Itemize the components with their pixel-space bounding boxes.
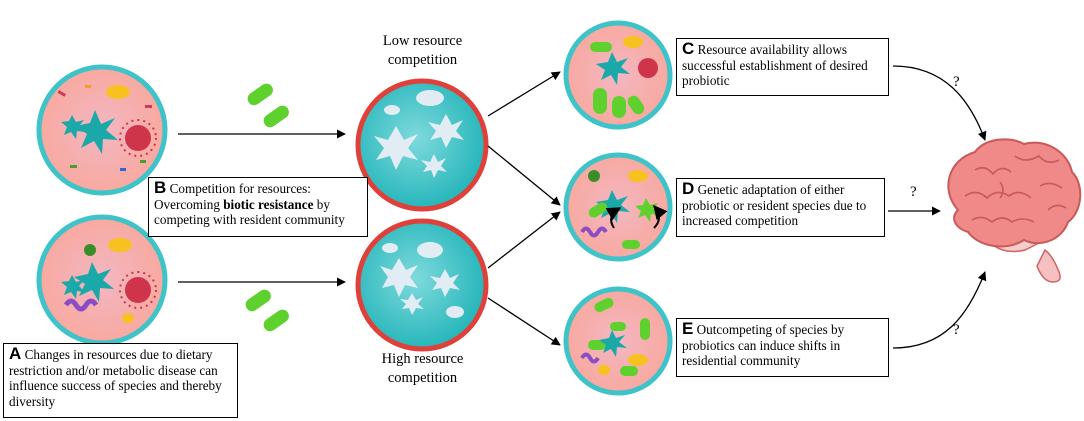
box-c: C Resource availability allows successfu… [676, 38, 889, 96]
community-circle-outcome-d [563, 152, 673, 262]
yellow-bacterium-icon [122, 313, 134, 323]
cyan-virus-icon [74, 262, 114, 302]
box-b-pre: Overcoming [154, 196, 224, 212]
arrow-high-to-e [487, 297, 561, 346]
red-virus-icon [119, 119, 157, 157]
box-c-letter: C [682, 39, 695, 58]
question-mark-c: ? [953, 74, 960, 90]
cyan-virus-icon [61, 110, 118, 154]
box-e: E Outcompeting of species by probiotics … [676, 318, 889, 377]
box-b-line1: Competition for resources: [169, 181, 311, 196]
box-a: A Changes in resources due to dietary re… [3, 343, 238, 418]
arrow-high-to-d [487, 211, 561, 269]
question-mark-d: ? [910, 184, 917, 200]
debris-particles [57, 85, 152, 171]
probiotic-pills-bottom [245, 289, 289, 332]
label-high-competition: High resource competition [381, 351, 464, 386]
community-circle-top-left [36, 64, 168, 196]
question-mark-e: ? [953, 322, 960, 338]
box-d-letter: D [682, 179, 695, 198]
box-b-bold: biotic resistance [223, 196, 314, 212]
red-virus-icon [119, 271, 157, 309]
box-b-letter: B [154, 178, 167, 197]
arrow-low-to-c [487, 71, 561, 117]
community-circle-outcome-c [563, 20, 673, 130]
arrow-c-to-brain [892, 65, 987, 141]
community-circle-outcome-e [563, 286, 673, 396]
community-circle-low-competition [355, 78, 489, 212]
box-e-text: Outcompeting of species by probiotics ca… [682, 322, 845, 369]
flow-arrows [178, 65, 987, 349]
box-a-text: Changes in resources due to dietary rest… [9, 347, 222, 409]
brain-icon [947, 138, 1082, 283]
box-d-text: Genetic adaptation of either probiotic o… [682, 182, 867, 229]
probiotic-pills-top [247, 83, 289, 128]
community-circle-high-competition [355, 218, 489, 352]
label-low-competition: Low resource competition [382, 33, 463, 68]
purple-spirochete-icon [63, 298, 99, 312]
box-d: D Genetic adaptation of either probiotic… [676, 178, 885, 237]
cyan-virus-icon [61, 275, 85, 299]
box-c-text: Resource availability allows successful … [682, 42, 868, 89]
yellow-bacterium-icon [106, 85, 130, 99]
arrow-e-to-brain [892, 271, 987, 349]
arrow-low-to-d [487, 145, 561, 206]
box-e-letter: E [682, 319, 694, 338]
green-bacterium-icon [84, 244, 96, 256]
box-a-letter: A [9, 344, 22, 363]
yellow-bacterium-icon [108, 238, 132, 252]
community-circle-bottom-left [36, 214, 168, 346]
box-b: B Competition for resources: Overcoming … [148, 177, 368, 237]
box-b-post: by competing with resident community [154, 196, 345, 228]
